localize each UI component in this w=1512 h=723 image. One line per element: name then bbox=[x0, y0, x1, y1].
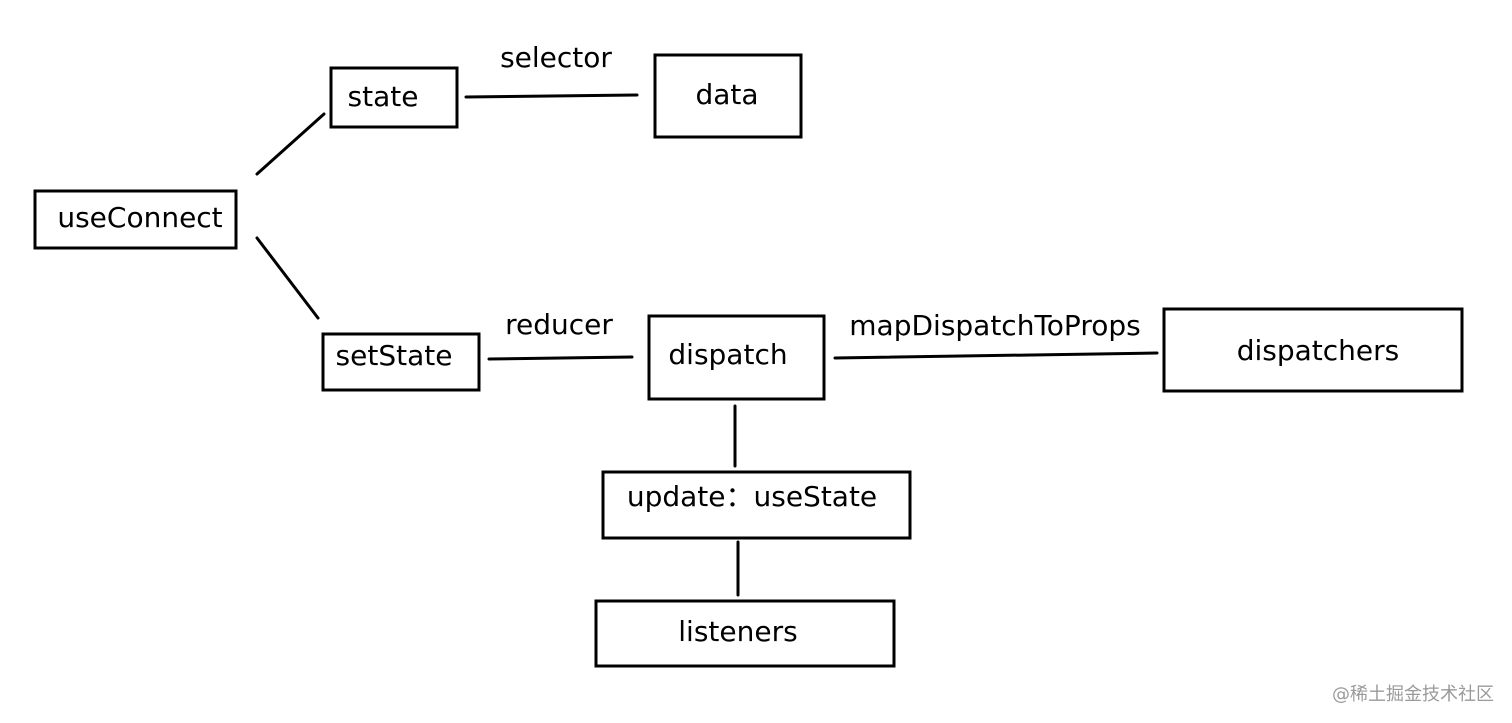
node-label-state: state bbox=[348, 80, 419, 113]
node-update: update：useState bbox=[601, 470, 912, 540]
node-label-update: update：useState bbox=[627, 480, 877, 513]
node-label-setstate: setState bbox=[336, 339, 453, 372]
node-label-useconnect: useConnect bbox=[57, 201, 222, 234]
node-state: state bbox=[329, 66, 459, 129]
edge-state-data bbox=[464, 93, 639, 99]
node-setstate: setState bbox=[321, 332, 481, 392]
node-label-data: data bbox=[695, 78, 758, 111]
edge-label-selector: selector bbox=[500, 41, 612, 74]
node-dispatchers: dispatchers bbox=[1162, 307, 1464, 393]
edge-useconnect-setstate bbox=[255, 236, 320, 320]
node-label-listeners: listeners bbox=[678, 615, 797, 648]
node-label-dispatch: dispatch bbox=[668, 338, 787, 371]
edge-label-mapdispatchtoprops: mapDispatchToProps bbox=[849, 309, 1140, 342]
edge-useconnect-state bbox=[255, 112, 326, 176]
edge-dispatch-dispatchers bbox=[833, 351, 1159, 360]
node-data: data bbox=[653, 53, 803, 139]
node-useconnect: useConnect bbox=[33, 189, 238, 250]
node-label-dispatchers: dispatchers bbox=[1237, 334, 1400, 367]
watermark: @稀土掘金技术社区 bbox=[1332, 684, 1494, 705]
node-dispatch: dispatch bbox=[647, 314, 826, 401]
node-listeners: listeners bbox=[594, 599, 896, 668]
edge-setstate-dispatch bbox=[487, 355, 634, 361]
edge-label-reducer: reducer bbox=[505, 308, 613, 341]
